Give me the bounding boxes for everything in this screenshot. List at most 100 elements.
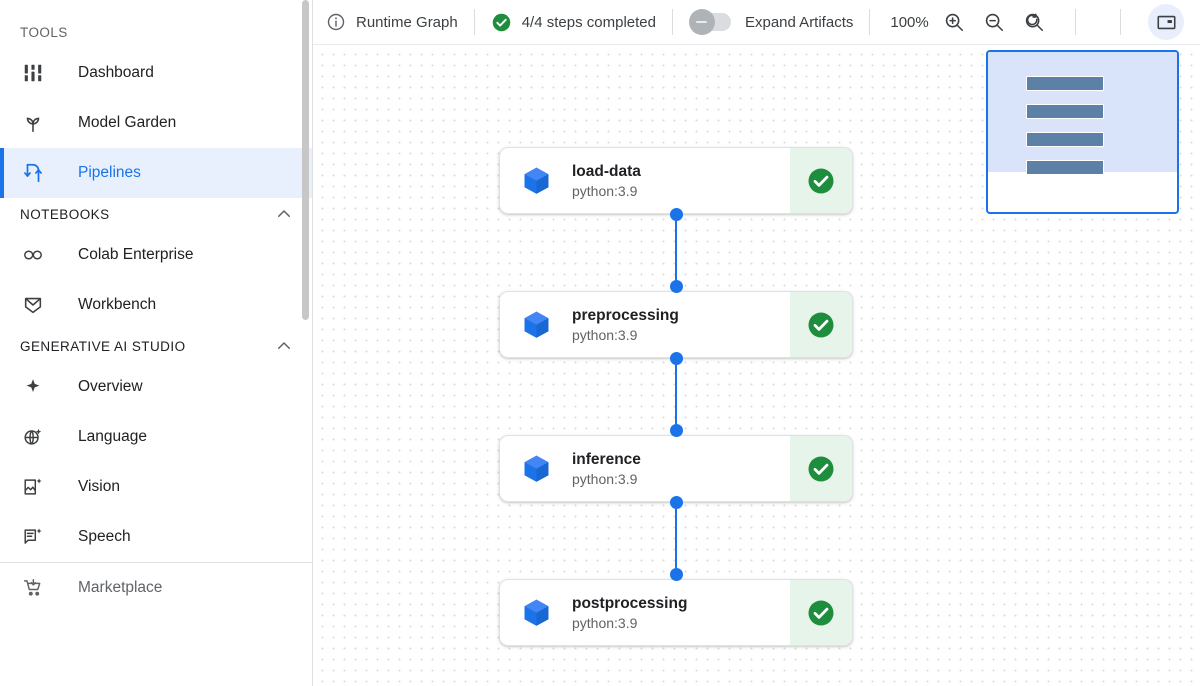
component-cube-icon xyxy=(500,148,572,213)
sidebar-item-speech-label: Speech xyxy=(78,528,131,545)
graph-minimap[interactable] xyxy=(986,50,1179,214)
expand-artifacts-group[interactable]: Expand Artifacts xyxy=(688,0,854,44)
toolbar-separator xyxy=(473,9,475,35)
node-title: inference xyxy=(572,450,641,468)
node-input-port[interactable] xyxy=(669,423,683,437)
speech-sparkle-icon xyxy=(20,524,46,550)
edge-inference-postprocessing xyxy=(674,502,678,574)
sprout-icon xyxy=(20,110,46,136)
expand-artifacts-label: Expand Artifacts xyxy=(744,13,854,31)
node-status-badge xyxy=(790,436,852,501)
zoom-reset-icon[interactable] xyxy=(1019,7,1049,37)
sparkle-icon xyxy=(20,374,46,400)
node-status-badge xyxy=(790,148,852,213)
chevron-up-icon[interactable] xyxy=(275,205,293,223)
toggle-dash-icon xyxy=(696,20,708,24)
main-content: Runtime Graph 4/4 steps completed Expand… xyxy=(313,0,1200,686)
pipeline-node-load-data[interactable]: load-data python:3.9 xyxy=(499,147,853,214)
toolbar-separator xyxy=(671,9,673,35)
sidebar-item-vision[interactable]: Vision xyxy=(0,462,312,512)
node-subtitle: python:3.9 xyxy=(572,182,638,199)
runtime-graph-label: Runtime Graph xyxy=(356,13,458,31)
sidebar-item-marketplace[interactable]: Marketplace xyxy=(0,563,312,613)
zoom-in-icon[interactable] xyxy=(939,7,969,37)
sidebar-item-dashboard-label: Dashboard xyxy=(78,64,154,81)
node-output-port[interactable] xyxy=(669,351,683,365)
info-icon xyxy=(325,11,347,33)
pipeline-node-preprocessing[interactable]: preprocessing python:3.9 xyxy=(499,291,853,358)
dashboard-icon xyxy=(20,60,46,86)
steps-completed-label: 4/4 steps completed xyxy=(521,13,656,31)
zoom-level-label: 100% xyxy=(890,13,929,31)
expand-artifacts-toggle[interactable] xyxy=(688,9,731,35)
sidebar-section-notebooks[interactable]: NOTEBOOKS xyxy=(0,198,312,230)
sidebar-top-spacer xyxy=(0,0,312,16)
toggle-knob xyxy=(688,9,715,35)
sidebar-scrollbar[interactable] xyxy=(302,0,309,320)
sidebar-item-dashboard[interactable]: Dashboard xyxy=(0,48,312,98)
runtime-graph-group[interactable]: Runtime Graph xyxy=(325,0,458,44)
pipeline-node-inference[interactable]: inference python:3.9 xyxy=(499,435,853,502)
sidebar-divider xyxy=(0,562,312,563)
sidebar-section-genai-studio-label: GENERATIVE AI STUDIO xyxy=(20,338,186,354)
edge-load-data-preprocessing xyxy=(674,214,678,286)
chevron-up-icon[interactable] xyxy=(275,337,293,355)
node-text-block: load-data python:3.9 xyxy=(572,148,790,213)
sidebar-section-notebooks-label: NOTEBOOKS xyxy=(20,206,110,222)
pipeline-graph-canvas[interactable]: load-data python:3.9 xyxy=(313,45,1200,686)
node-title: load-data xyxy=(572,162,641,180)
node-status-badge xyxy=(790,292,852,357)
cart-icon xyxy=(20,575,46,601)
node-text-block: preprocessing python:3.9 xyxy=(572,292,790,357)
minimap-node xyxy=(1026,104,1104,119)
toolbar-separator xyxy=(1074,9,1076,35)
sidebar-item-model-garden-label: Model Garden xyxy=(78,114,177,131)
edge-preprocessing-inference xyxy=(674,358,678,430)
node-text-block: postprocessing python:3.9 xyxy=(572,580,790,645)
component-cube-icon xyxy=(500,436,572,501)
sidebar-item-vision-label: Vision xyxy=(78,478,120,495)
sidebar-item-workbench[interactable]: Workbench xyxy=(0,280,312,330)
sidebar-scroll-area: TOOLS Dashboard xyxy=(0,0,312,686)
toolbar-separator xyxy=(869,9,871,35)
sidebar-item-overview[interactable]: Overview xyxy=(0,362,312,412)
colab-icon xyxy=(20,242,46,268)
sidebar-item-workbench-label: Workbench xyxy=(78,296,157,313)
globe-sparkle-icon xyxy=(20,424,46,450)
node-subtitle: python:3.9 xyxy=(572,326,638,343)
left-sidebar: TOOLS Dashboard xyxy=(0,0,313,686)
sidebar-item-colab-enterprise-label: Colab Enterprise xyxy=(78,246,194,263)
component-cube-icon xyxy=(500,292,572,357)
node-output-port[interactable] xyxy=(669,207,683,221)
node-title: postprocessing xyxy=(572,594,688,612)
sidebar-item-model-garden[interactable]: Model Garden xyxy=(0,98,312,148)
sidebar-item-language-label: Language xyxy=(78,428,147,445)
zoom-out-icon[interactable] xyxy=(979,7,1009,37)
minimap-node xyxy=(1026,160,1104,175)
sidebar-item-language[interactable]: Language xyxy=(0,412,312,462)
sidebar-item-speech[interactable]: Speech xyxy=(0,512,312,562)
workbench-icon xyxy=(20,292,46,318)
node-subtitle: python:3.9 xyxy=(572,470,638,487)
node-subtitle: python:3.9 xyxy=(572,614,638,631)
side-panel-toggle-icon[interactable] xyxy=(1148,4,1184,40)
node-output-port[interactable] xyxy=(669,495,683,509)
check-circle-icon xyxy=(491,11,513,33)
pipelines-icon xyxy=(20,160,46,186)
sidebar-section-tools-label: TOOLS xyxy=(20,24,68,40)
sidebar-item-colab-enterprise[interactable]: Colab Enterprise xyxy=(0,230,312,280)
sidebar-item-marketplace-label: Marketplace xyxy=(78,579,163,596)
node-text-block: inference python:3.9 xyxy=(572,436,790,501)
node-status-badge xyxy=(790,580,852,645)
node-input-port[interactable] xyxy=(669,567,683,581)
sidebar-item-pipelines[interactable]: Pipelines xyxy=(0,148,312,198)
pipeline-node-postprocessing[interactable]: postprocessing python:3.9 xyxy=(499,579,853,646)
node-input-port[interactable] xyxy=(669,279,683,293)
toolbar-separator xyxy=(1119,9,1121,35)
minimap-node xyxy=(1026,76,1104,91)
sidebar-item-pipelines-label: Pipelines xyxy=(78,164,141,181)
component-cube-icon xyxy=(500,580,572,645)
sidebar-section-genai-studio[interactable]: GENERATIVE AI STUDIO xyxy=(0,330,312,362)
node-title: preprocessing xyxy=(572,306,679,324)
